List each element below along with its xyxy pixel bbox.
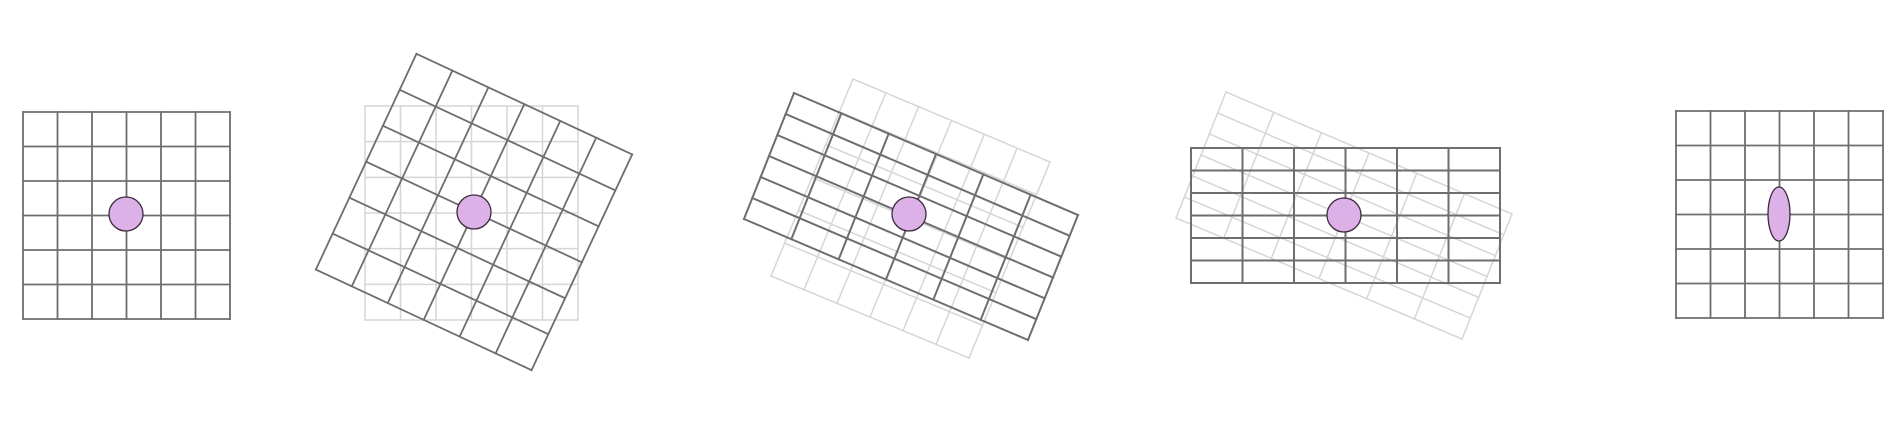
- circle-marker: [891, 196, 927, 232]
- grid-line-row: [742, 217, 1030, 342]
- circle-marker: [1326, 197, 1362, 233]
- grid-line-col: [968, 161, 1051, 359]
- grid-line-col: [530, 153, 634, 372]
- grid-line-row: [751, 196, 1038, 321]
- grid-line-row: [314, 268, 533, 372]
- grid-line-col: [1026, 213, 1080, 342]
- grid-line-col: [902, 133, 986, 332]
- panel-stretched-grid: [1175, 91, 1513, 340]
- grid-line-col: [935, 147, 1019, 346]
- grid-line-col: [1461, 213, 1513, 340]
- grid-line-row: [1175, 217, 1463, 340]
- grid-line-row: [331, 232, 550, 336]
- panel-rotated-sheared-grid: [742, 78, 1080, 359]
- circle-marker: [456, 194, 492, 230]
- panel-ellipse-grid: [1675, 110, 1884, 319]
- panel-identity-grid: [22, 111, 231, 320]
- grid-line-row: [1183, 196, 1472, 320]
- grid-line-row: [1191, 175, 1480, 299]
- grid-line-row: [770, 275, 970, 359]
- panel-rotated-grid: [314, 52, 634, 372]
- grid-line-col: [494, 136, 598, 355]
- stretched-grid: [1190, 147, 1501, 284]
- grid: [22, 111, 231, 320]
- grid-line-col: [1413, 192, 1466, 320]
- circle-marker: [108, 196, 144, 232]
- rotated-grid: [314, 52, 634, 372]
- grid-line-row: [759, 175, 1046, 300]
- ellipse-marker: [1767, 186, 1791, 242]
- grid-line-row: [783, 242, 984, 327]
- ghost-grid: [364, 105, 579, 321]
- sheared-grid: [742, 91, 1080, 342]
